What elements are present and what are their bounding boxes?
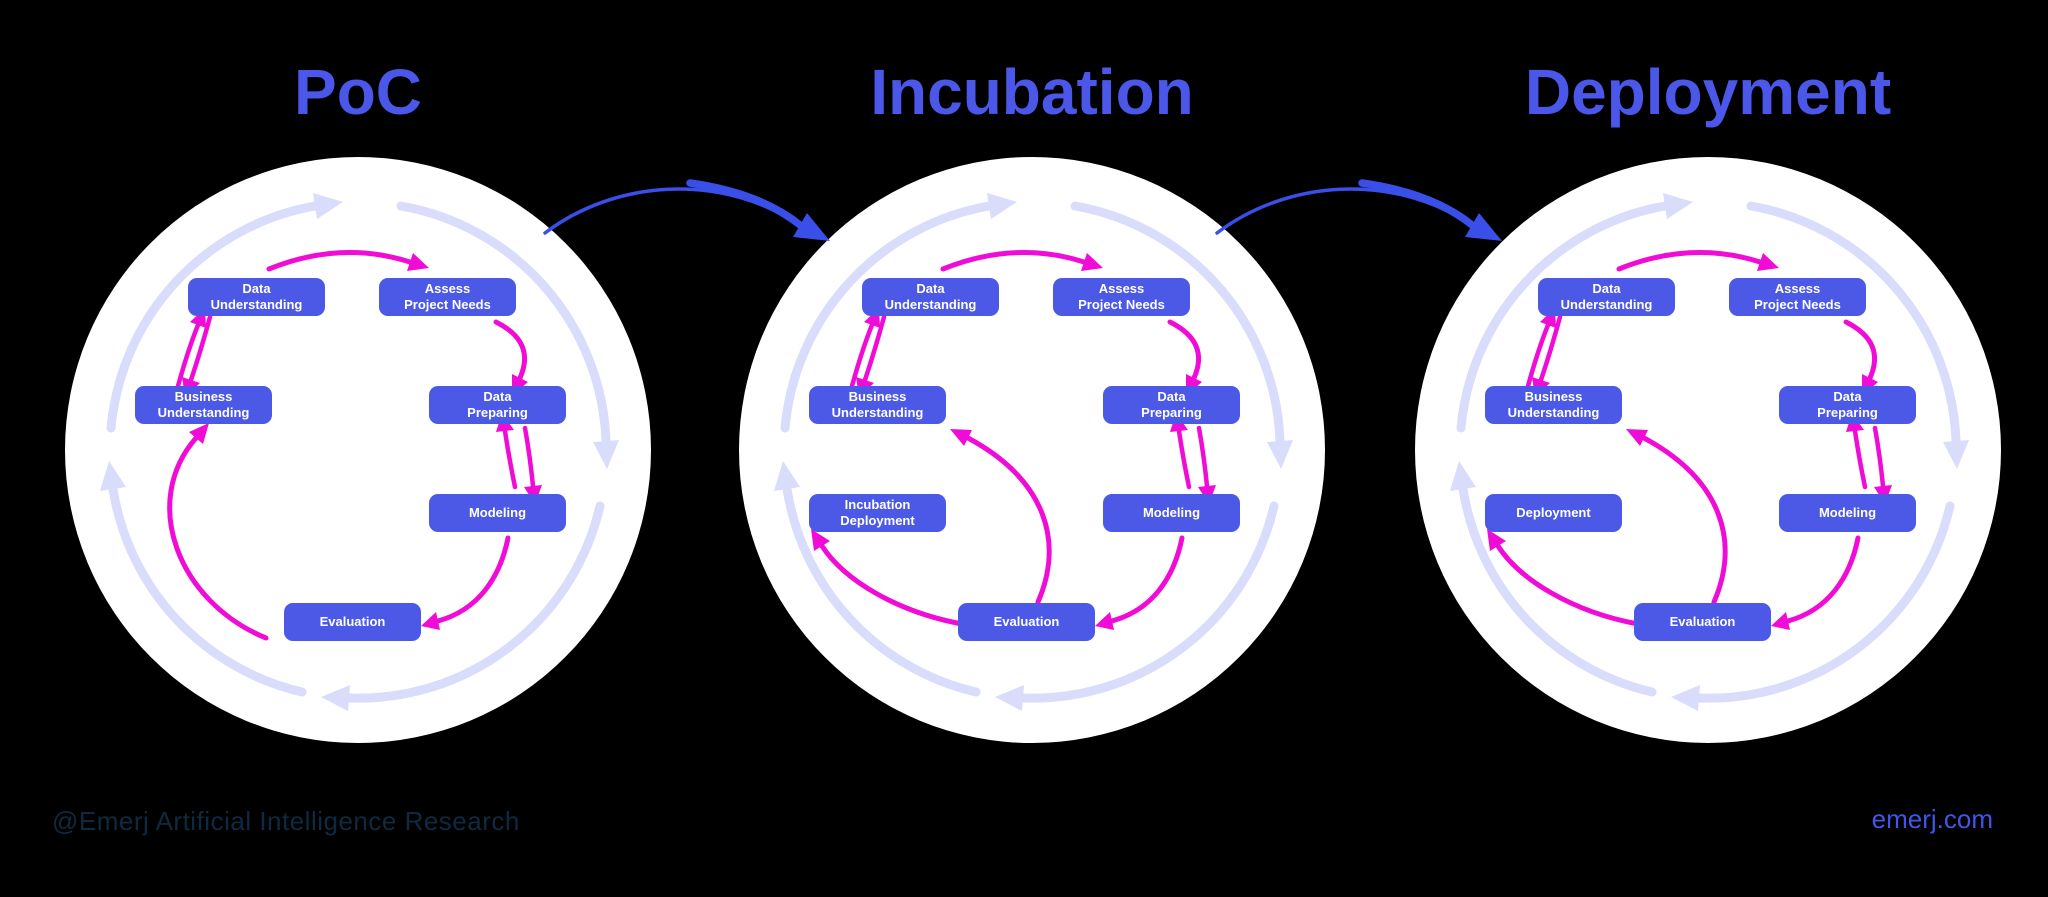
process-box-deployment: Deployment [1485, 494, 1622, 532]
ring-arrowhead-bottom-icon [321, 685, 350, 711]
ring-arrowhead-right-icon [1943, 440, 1969, 469]
footer-website-link[interactable]: emerj.com [1871, 804, 1993, 834]
stage-poc: PoC [58, 56, 658, 750]
process-box-data-preparing: Data Preparing [1779, 386, 1916, 424]
process-box-evaluation: Evaluation [958, 603, 1095, 641]
process-box-data-understanding: Data Understanding [1538, 278, 1675, 316]
ring-arrowhead-bottom-icon [1671, 685, 1700, 711]
arrow-du-to-bu [862, 314, 887, 383]
process-box-modeling: Modeling [1103, 494, 1240, 532]
arrow-du-to-bu [1538, 314, 1563, 383]
ring-arrowhead-top-icon [1663, 193, 1693, 219]
stage-circle [1415, 157, 2001, 743]
process-box-modeling: Modeling [1779, 494, 1916, 532]
process-box-evaluation: Evaluation [1634, 603, 1771, 641]
arrow-apn-to-dp [1167, 319, 1201, 381]
arrow-bu-to-du [1525, 322, 1551, 389]
process-box-data-understanding: Data Understanding [862, 278, 999, 316]
arrow-bu-to-du [175, 322, 201, 389]
arrow-mod-to-eval [1785, 535, 1861, 624]
process-box-business-understanding: Business Understanding [809, 386, 946, 424]
arrow-eval-to-deployment [819, 543, 965, 627]
arrow-mod-to-dp [502, 428, 518, 490]
stage-incubation: Incubation [732, 56, 1332, 750]
stage-title: PoC [294, 56, 422, 128]
ring-arrowhead-bottom-icon [995, 685, 1024, 711]
ring-arrowhead-top-icon [313, 193, 343, 219]
ring-arrowhead-left-icon [100, 461, 126, 491]
arrow-eval-to-bu [1641, 435, 1728, 605]
stage-deployment: Deployment [1408, 56, 2008, 750]
process-box-assess-project-needs: Assess Project Needs [1729, 278, 1866, 316]
process-box-modeling: Modeling [429, 494, 566, 532]
stage-title: Incubation [870, 56, 1194, 128]
arrow-du-to-apn [266, 250, 413, 272]
ring-arrowhead-left-icon [774, 461, 800, 491]
cycle-ring-arrows [1450, 193, 1969, 711]
arrow-apn-to-dp [1843, 319, 1877, 381]
ring-arrowhead-top-icon [987, 193, 1017, 219]
arrow-du-to-bu [188, 314, 213, 383]
cycle-diagram-svg [739, 157, 1325, 743]
arrow-eval-to-bu [965, 435, 1052, 605]
arrow-du-to-apn [1616, 250, 1763, 272]
process-box-evaluation: Evaluation [284, 603, 421, 641]
arrow-eval-to-deployment [1495, 543, 1641, 627]
arrow-mod-to-dp [1176, 428, 1192, 490]
arrow-eval-to-bu [167, 435, 269, 641]
arrow-du-to-apn [940, 250, 1087, 272]
process-box-data-preparing: Data Preparing [1103, 386, 1240, 424]
cycle-ring-arrows [100, 193, 619, 711]
process-box-data-preparing: Data Preparing [429, 386, 566, 424]
cycle-diagram-svg [1415, 157, 2001, 743]
arrow-bu-to-du [849, 322, 875, 389]
stage-circle [739, 157, 1325, 743]
ring-arrowhead-right-icon [1267, 440, 1293, 469]
process-box-incubation-deployment: Incubation Deployment [809, 494, 946, 532]
arrow-dp-to-mod [1872, 425, 1886, 489]
process-box-data-understanding: Data Understanding [188, 278, 325, 316]
process-box-assess-project-needs: Assess Project Needs [1053, 278, 1190, 316]
arrow-dp-to-mod [1196, 425, 1210, 489]
arrow-mod-to-eval [435, 535, 511, 624]
process-box-business-understanding: Business Understanding [135, 386, 272, 424]
ring-arrowhead-left-icon [1450, 461, 1476, 491]
arrow-mod-to-dp [1852, 428, 1868, 490]
ring-arrowhead-right-icon [593, 440, 619, 469]
cycle-diagram-svg [65, 157, 651, 743]
process-box-assess-project-needs: Assess Project Needs [379, 278, 516, 316]
footer-credit: @Emerj Artificial Intelligence Research [52, 806, 520, 836]
arrow-mod-to-eval [1109, 535, 1185, 624]
process-box-business-understanding: Business Understanding [1485, 386, 1622, 424]
cycle-ring-arrows [774, 193, 1293, 711]
stage-circle [65, 157, 651, 743]
stage-title: Deployment [1524, 56, 1892, 128]
arrow-dp-to-mod [522, 425, 536, 489]
arrow-apn-to-dp [493, 319, 527, 381]
